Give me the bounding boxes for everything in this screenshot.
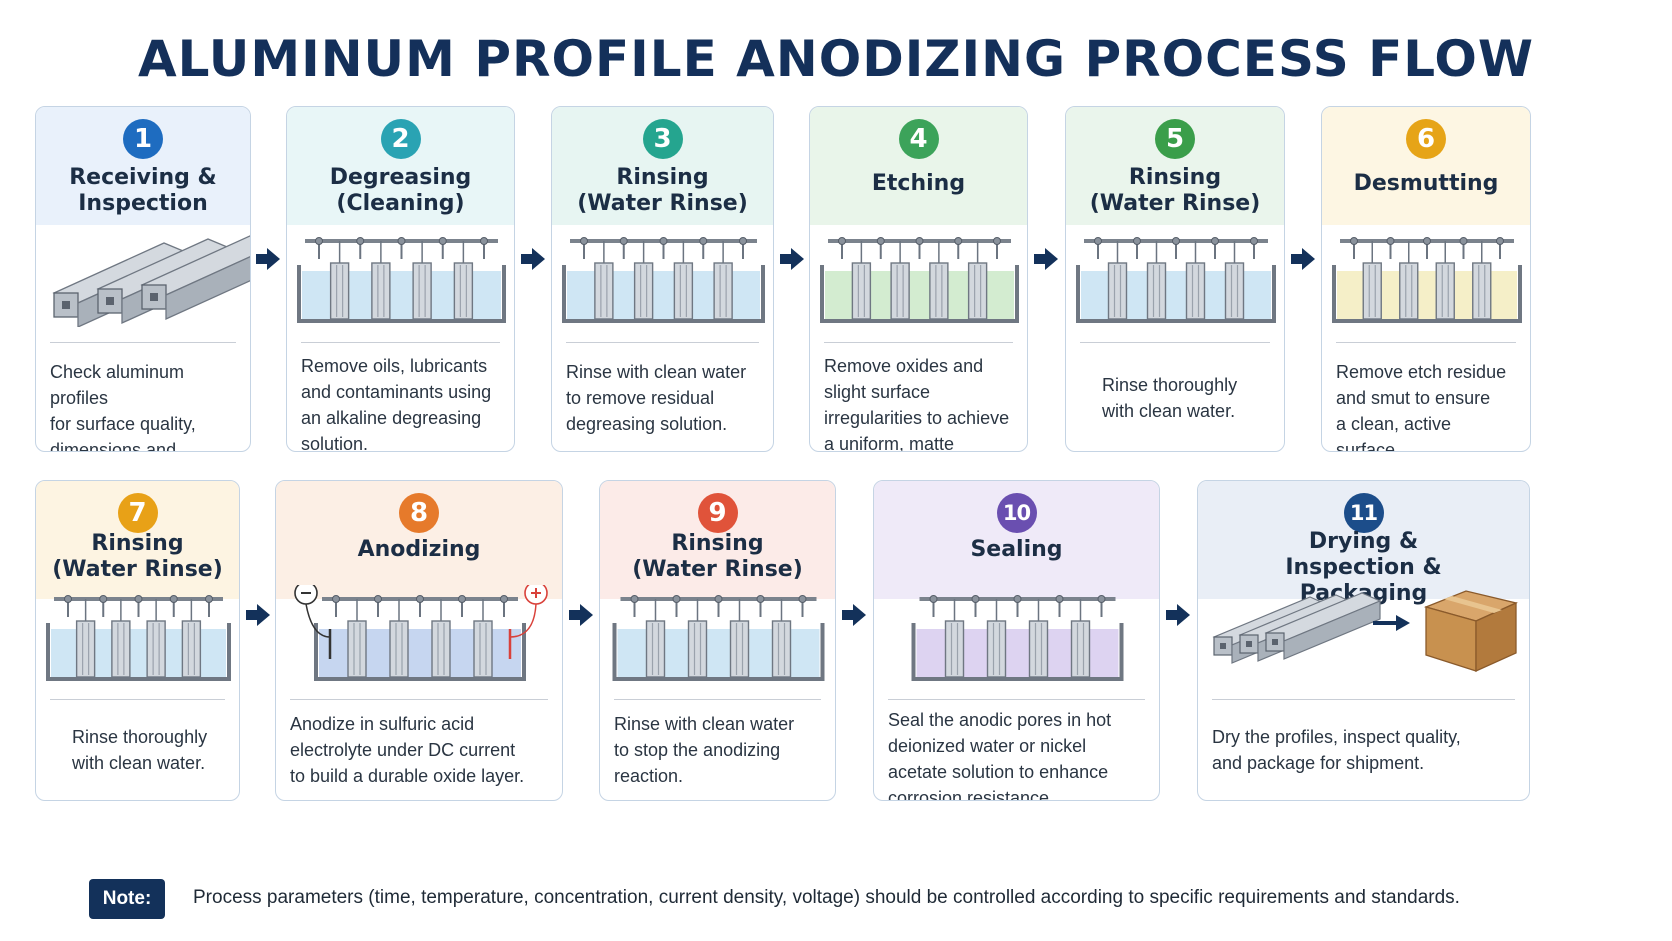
page-title: ALUMINUM PROFILE ANODIZING PROCESS FLOW bbox=[137, 30, 1535, 88]
step-description: Rinse with clean water to remove residua… bbox=[566, 362, 747, 434]
step-title: Rinsing (Water Rinse) bbox=[632, 531, 803, 582]
step-divider bbox=[1080, 342, 1270, 343]
step-title: Etching bbox=[871, 171, 966, 196]
step-title: Receiving & Inspection bbox=[69, 165, 217, 216]
flow-arrow-icon bbox=[780, 248, 804, 270]
step-description: Remove oils, lubricants and contaminants… bbox=[301, 356, 492, 452]
flow-arrow-icon bbox=[521, 248, 545, 270]
step-description: Rinse thoroughly with clean water. bbox=[72, 726, 208, 773]
step-divider bbox=[1212, 699, 1515, 700]
step-divider bbox=[888, 699, 1145, 700]
flow-arrow-icon bbox=[1291, 248, 1315, 270]
step-number-badge: 2 bbox=[380, 119, 421, 159]
step-number-badge: 7 bbox=[117, 493, 158, 533]
flow-arrow-icon bbox=[842, 604, 866, 626]
flow-arrow-icon bbox=[246, 604, 270, 626]
step-number-badge: 6 bbox=[1406, 119, 1446, 159]
step-number-badge: 10 bbox=[996, 493, 1037, 533]
flow-arrow-icon bbox=[256, 248, 280, 270]
step-description: Rinse thoroughly with clean water. bbox=[1102, 375, 1238, 421]
step-number-badge: 8 bbox=[399, 493, 439, 533]
step-divider bbox=[290, 699, 548, 700]
tank-icon bbox=[1322, 227, 1530, 332]
tank-icon bbox=[874, 585, 1159, 690]
step-title: Desmutting bbox=[1353, 171, 1499, 196]
step-number-badge: 5 bbox=[1155, 119, 1195, 159]
step-number-badge: 3 bbox=[642, 119, 683, 159]
tank-icon bbox=[36, 585, 239, 690]
step-description: Rinse with clean water to stop the anodi… bbox=[614, 713, 795, 786]
step-number-badge: 9 bbox=[697, 493, 738, 533]
step-description: Dry the profiles, inspect quality, and p… bbox=[1212, 726, 1461, 773]
step-divider bbox=[566, 342, 759, 343]
step-number-badge: 1 bbox=[123, 119, 163, 159]
step-title: Degreasing (Cleaning) bbox=[329, 165, 472, 216]
step-divider bbox=[614, 699, 821, 700]
step-description: Remove etch residue and smut to ensure a… bbox=[1336, 362, 1507, 452]
step-divider bbox=[824, 342, 1013, 343]
step-description: Anodize in sulfuric acid electrolyte und… bbox=[290, 713, 525, 786]
step-title: Rinsing (Water Rinse) bbox=[1089, 165, 1261, 216]
flow-arrow-icon bbox=[1166, 604, 1190, 626]
flow-arrow-icon bbox=[1034, 248, 1058, 270]
tank-icon bbox=[552, 227, 773, 332]
anodizing-tank-icon bbox=[276, 581, 562, 690]
profiles-icon bbox=[36, 227, 250, 332]
step-title: Rinsing (Water Rinse) bbox=[577, 165, 748, 216]
tank-icon bbox=[287, 227, 514, 332]
step-divider bbox=[50, 342, 236, 343]
flow-arrow-icon bbox=[569, 604, 593, 626]
step-description: Check aluminum profiles for surface qual… bbox=[50, 362, 196, 452]
step-divider bbox=[50, 699, 225, 700]
tank-icon bbox=[600, 585, 835, 690]
step-description: Remove oxides and slight surface irregul… bbox=[824, 356, 1010, 452]
step-title: Sealing bbox=[970, 537, 1063, 562]
step-divider bbox=[301, 342, 500, 343]
note-label: Note: bbox=[89, 879, 165, 919]
step-divider bbox=[1336, 342, 1516, 343]
step-number-badge: 11 bbox=[1343, 493, 1384, 533]
note-text: Process parameters (time, temperature, c… bbox=[193, 887, 1460, 908]
step-title: Rinsing (Water Rinse) bbox=[52, 531, 223, 582]
tank-icon bbox=[1066, 227, 1284, 332]
step-number-badge: 4 bbox=[898, 119, 939, 159]
step-description: Seal the anodic pores in hot deionized w… bbox=[888, 710, 1112, 801]
package-icon bbox=[1198, 585, 1529, 690]
step-title: Anodizing bbox=[357, 537, 481, 562]
tank-icon bbox=[810, 227, 1027, 332]
